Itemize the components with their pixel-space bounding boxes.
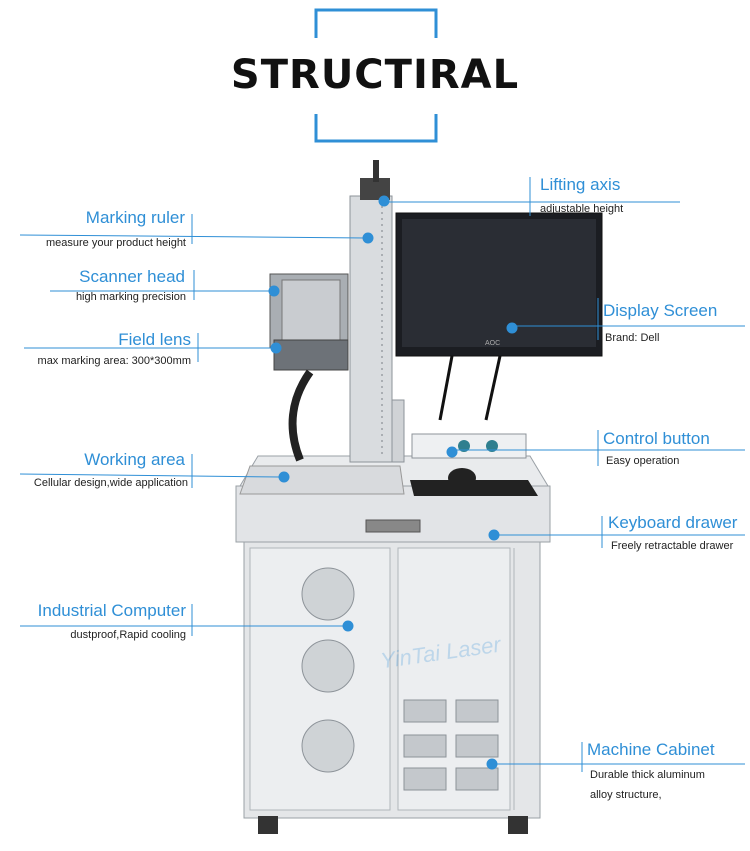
scanner-head (269, 273, 349, 462)
machine-cabinet-sub-2: alloy structure, (590, 789, 662, 801)
field-lens-label: Field lens (118, 330, 191, 349)
keyboard-drawer-sub: Freely retractable drawer (611, 540, 734, 552)
keyboard-drawer-label: Keyboard drawer (608, 513, 738, 532)
machine-cabinet-sub-1: Durable thick aluminum (590, 769, 705, 781)
title-frame (314, 8, 438, 143)
field-lens-sub: max marking area: 300*300mm (37, 355, 191, 367)
page-title: STRUCTIRAL (230, 52, 520, 98)
display-monitor (395, 212, 603, 421)
scanner-head-sub: high marking precision (75, 291, 186, 303)
display-screen-sub: Brand: Dell (605, 332, 660, 344)
working-area-label: Working area (84, 450, 185, 469)
industrial-computer-sub: dustproof,Rapid cooling (70, 629, 186, 641)
control-button-sub: Easy operation (606, 455, 680, 467)
control-panel (411, 433, 527, 488)
lifting-axis-sub: adjustable height (540, 203, 624, 215)
cabinet (243, 539, 541, 834)
lifting-axis-label: Lifting axis (540, 175, 621, 194)
control-button-label: Control button (603, 429, 710, 448)
scanner-head-label: Scanner head (79, 267, 185, 286)
industrial-computer-label: Industrial Computer (37, 601, 186, 620)
table-top (235, 455, 551, 543)
callout-lines (19, 177, 745, 772)
monitor-brand-logo: AOC (485, 340, 501, 347)
display-screen-label: Display Screen (603, 301, 718, 320)
marking-ruler-label: Marking ruler (85, 208, 185, 227)
machine-cabinet-label: Machine Cabinet (587, 740, 715, 759)
working-area-sub: Cellular design,wide application (33, 477, 188, 489)
marking-ruler-sub: measure your product height (45, 237, 186, 249)
